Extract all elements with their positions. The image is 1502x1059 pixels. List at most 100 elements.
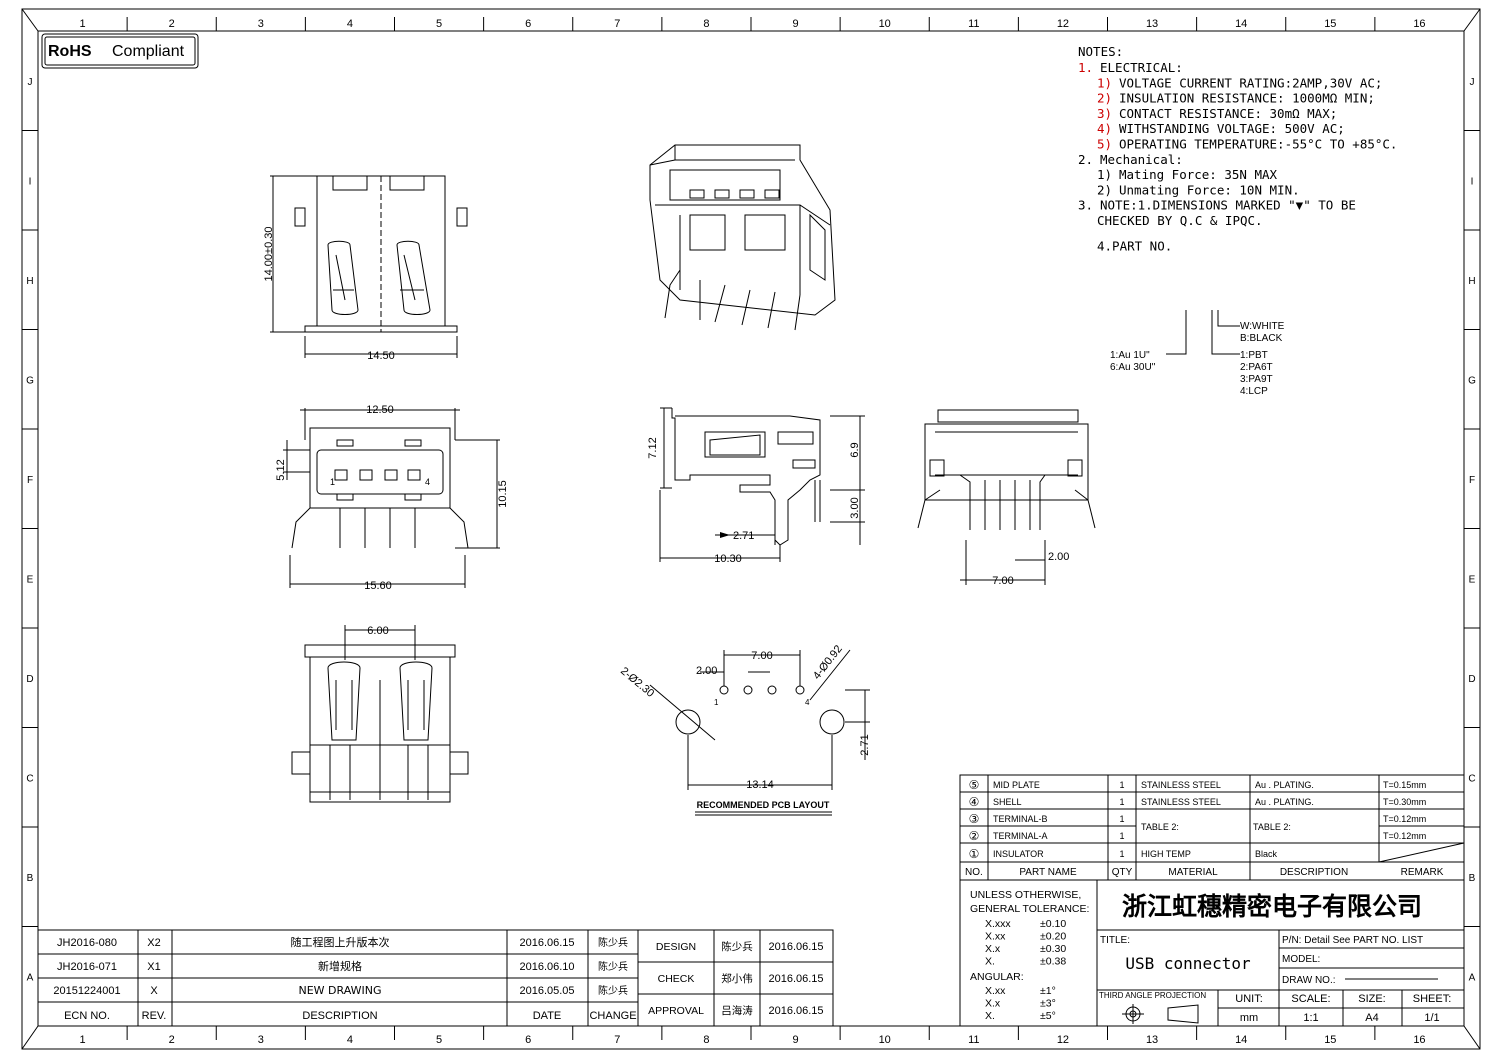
part-no-tree [1166, 310, 1240, 355]
bom-qty: 1 [1119, 797, 1124, 807]
grid-row-label: G [26, 375, 34, 386]
pin-4-label: 4 [425, 477, 430, 487]
bom-qty: 1 [1119, 814, 1124, 824]
grid-col-label: 13 [1146, 18, 1158, 30]
dim-pcb-w1: 7.00 [751, 650, 772, 662]
grid-col-label: 7 [614, 18, 620, 30]
grid-col-label: 16 [1413, 18, 1425, 30]
note-line: Mechanical: [1100, 152, 1183, 167]
dim-top-height: 14.00±0.30 [263, 227, 275, 282]
drawing-title: USB connector [1125, 954, 1251, 973]
note-line: VOLTAGE CURRENT RATING:2AMP,30V AC; [1119, 75, 1382, 90]
rev-by: 陈少兵 [598, 960, 628, 973]
grid-col-label: 6 [525, 1034, 531, 1046]
projection-label: THIRD ANGLE PROJECTION [1099, 991, 1206, 1000]
part-number: P/N: Detail See PART NO. LIST [1282, 935, 1423, 946]
part-code-material: 4:LCP [1240, 386, 1268, 397]
bom-head-part: PART NAME [1019, 867, 1077, 878]
tolerance-angular-label: ANGULAR: [970, 971, 1024, 983]
rev-desc: NEW DRAWING [298, 984, 381, 997]
approval-name: 吕海涛 [721, 1004, 753, 1017]
dim-front-top: 12.50 [366, 404, 394, 416]
note-line: INSULATION RESISTANCE: 1000MΩ MIN; [1119, 91, 1375, 106]
rev-ecn: JH2016-071 [57, 961, 117, 973]
grid-row-label: D [1468, 674, 1475, 685]
bom-remark: T=0.12mm [1383, 814, 1426, 824]
grid-col-label: 1 [80, 1034, 86, 1046]
note-number: 2) [1097, 182, 1112, 197]
rev-head-desc: DESCRIPTION [302, 1010, 377, 1022]
bom-head-no: NO. [965, 867, 983, 878]
note-line: NOTE:1.DIMENSIONS MARKED "▼" TO BE [1100, 198, 1356, 213]
notes: NOTES:1.ELECTRICAL:1)VOLTAGE CURRENT RAT… [1078, 44, 1397, 253]
projection-symbol [1122, 1004, 1199, 1024]
rev-date: 2016.06.10 [519, 961, 574, 973]
grid-row-label: I [1471, 176, 1474, 187]
side-view [659, 407, 865, 562]
note-line: 4.PART NO. [1097, 238, 1172, 253]
dim-side-w2: 10.30 [714, 553, 742, 565]
tolerance-key: X.x [985, 998, 1001, 1010]
bom-desc-merged: TABLE 2: [1253, 822, 1291, 832]
bom-no: ② [969, 829, 980, 843]
tolerance-line: GENERAL TOLERANCE: [970, 903, 1089, 915]
bom-table [959, 774, 1465, 881]
title-block [959, 879, 1465, 1027]
company-name: 浙江虹穗精密电子有限公司 [1122, 892, 1422, 921]
note-number: 1. [1078, 60, 1093, 75]
bom-part: INSULATOR [993, 849, 1044, 859]
grid-col-label: 1 [80, 18, 86, 30]
rear-view [917, 409, 1096, 585]
note-line: CONTACT RESISTANCE: 30mΩ MAX; [1119, 106, 1337, 121]
grid-row-label: B [27, 873, 34, 884]
note-line: ELECTRICAL: [1100, 60, 1183, 75]
title-label: TITLE: [1100, 935, 1130, 946]
grid-row-label: F [27, 475, 33, 486]
dim-side-w1: 2.71 [733, 530, 754, 542]
grid-row-label: H [1468, 276, 1475, 287]
tolerance-key: X.x [985, 943, 1001, 955]
part-code-color: B:BLACK [1240, 333, 1283, 344]
pcb-pin-1: 1 [714, 698, 719, 707]
tolerance-line: UNLESS OTHERWISE, [970, 889, 1081, 901]
bom-desc: Au . PLATING. [1255, 797, 1314, 807]
dim-front-left: 5.12 [275, 459, 287, 480]
note-number: 5) [1097, 137, 1112, 152]
grid-col-label: 12 [1057, 1034, 1069, 1046]
grid-col-label: 14 [1235, 1034, 1247, 1046]
bom-part: MID PLATE [993, 780, 1040, 790]
grid-row-label: C [1468, 773, 1475, 784]
size-value: A4 [1365, 1012, 1378, 1024]
tolerance-value: ±0.20 [1040, 931, 1066, 943]
grid-row-label: D [26, 674, 33, 685]
bom-material: STAINLESS STEEL [1141, 797, 1221, 807]
grid-row-label: C [26, 773, 33, 784]
part-code-material: 1:PBT [1240, 350, 1268, 361]
part-code-plating: 6:Au 30U" [1110, 362, 1156, 373]
bom-remark: T=0.30mm [1383, 797, 1426, 807]
pin-1-label: 1 [330, 477, 335, 487]
dim-pcb-w2: 2.00 [696, 665, 717, 677]
grid-row-label: F [1469, 475, 1475, 486]
front-view [283, 408, 500, 588]
tolerance-value: ±1° [1040, 985, 1056, 997]
grid-col-label: 8 [703, 1034, 709, 1046]
grid-col-label: 11 [968, 18, 979, 30]
rohs-text: Compliant [112, 43, 185, 60]
grid-col-label: 12 [1057, 18, 1069, 30]
rev-rev: X [150, 985, 158, 997]
approval-role: DESIGN [656, 941, 696, 953]
sheet-value: 1/1 [1424, 1012, 1439, 1024]
bom-material-merged: TABLE 2: [1141, 822, 1179, 832]
grid-row-label: A [27, 972, 34, 983]
part-code-color: W:WHITE [1240, 321, 1285, 332]
bom-head-qty: QTY [1112, 867, 1133, 878]
dim-bottom-width: 6.00 [367, 625, 388, 637]
grid-col-label: 14 [1235, 18, 1247, 30]
note-number: 4) [1097, 121, 1112, 136]
approval-date: 2016.06.15 [768, 941, 823, 953]
grid-col-label: 10 [879, 1034, 891, 1046]
rev-head-change: CHANGE [589, 1010, 636, 1022]
rev-rev: X1 [147, 961, 160, 973]
